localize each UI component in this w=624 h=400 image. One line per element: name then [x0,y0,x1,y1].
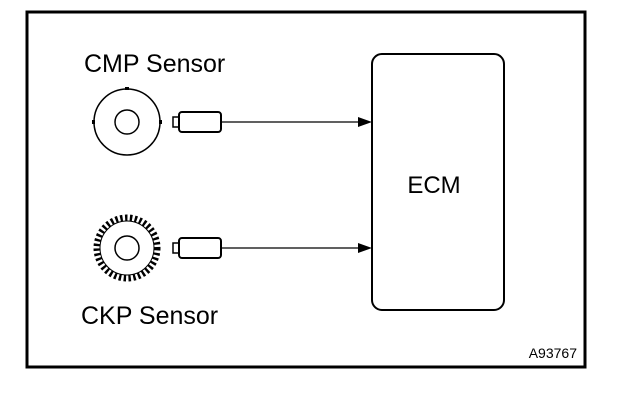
cmp-sensor-label: CMP Sensor [84,50,225,78]
ckp-rotor-icon [93,214,161,282]
cmp-sensor-plug-icon [172,111,222,133]
ckp-sensor-label: CKP Sensor [81,302,218,330]
ckp-signal-arrow [221,243,372,253]
cmp-signal-arrow [221,117,372,127]
ckp-sensor-plug-icon [172,237,222,259]
ecm-label: ECM [407,172,460,199]
cmp-rotor-icon [92,87,162,156]
figure-code: A93767 [529,345,577,361]
diagram-frame [25,10,587,369]
ecm-box [371,53,505,311]
